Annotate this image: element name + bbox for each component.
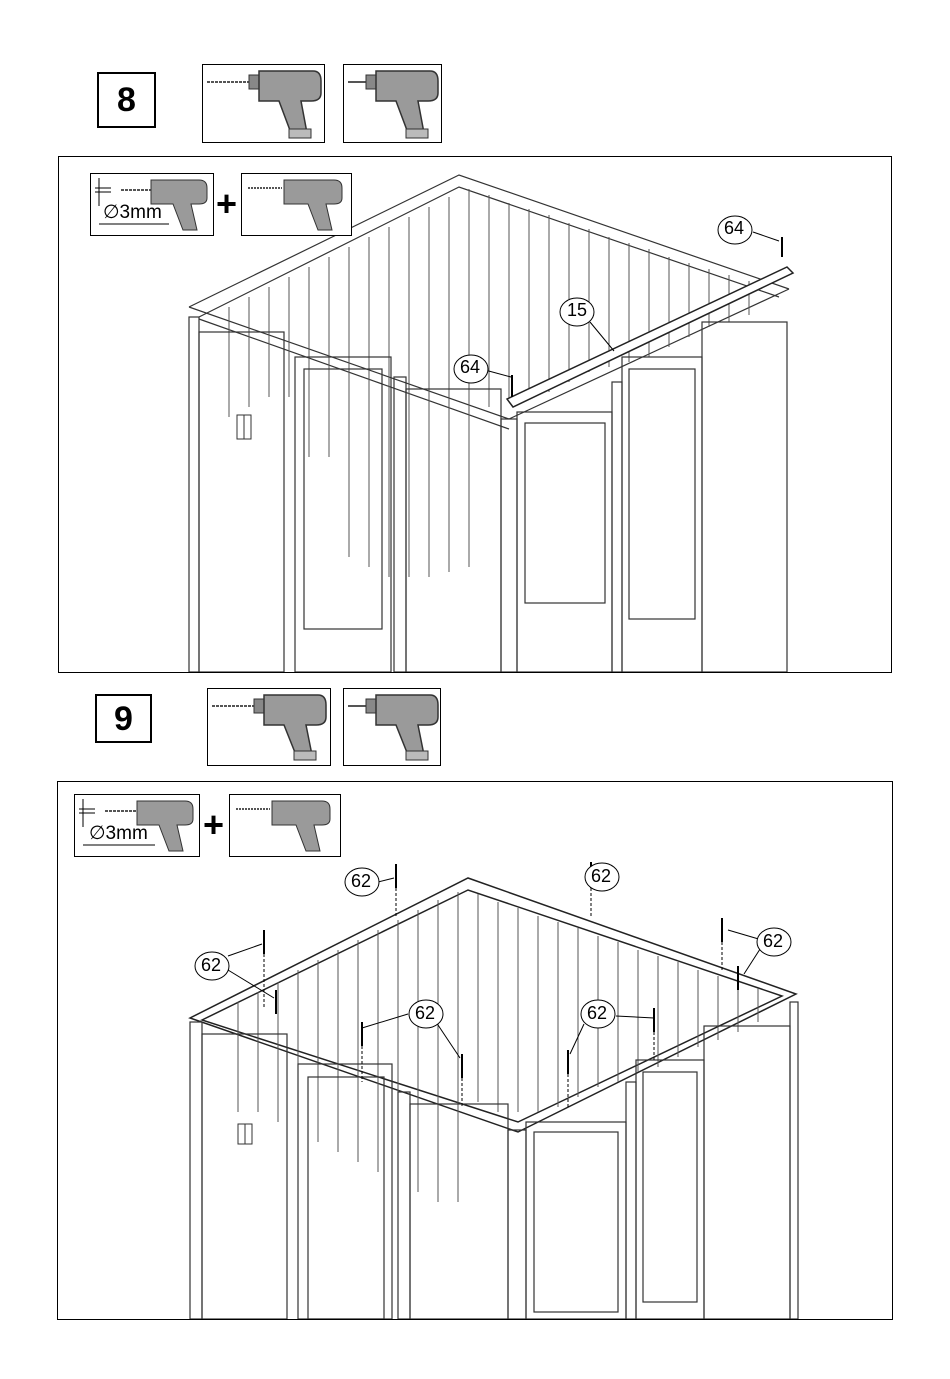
step-number-8: 8 <box>97 72 156 128</box>
screwdriver-drill-icon <box>242 174 351 235</box>
drill-3mm-box: ∅3mm <box>74 794 200 857</box>
screwdriver-tool-box <box>343 688 441 766</box>
screwdriver-drill-icon <box>344 65 441 142</box>
callout-64-corner: 64 <box>460 357 480 378</box>
callout-62-f: 62 <box>587 1003 607 1024</box>
callout-15-rail: 15 <box>567 300 587 321</box>
cabin-roof-diagram-9 <box>58 782 892 1319</box>
callout-62-a: 62 <box>351 871 371 892</box>
plus-sign: + <box>203 804 224 846</box>
drill-icon <box>208 689 330 765</box>
drill-tool-box <box>202 64 325 143</box>
plus-sign: + <box>216 183 237 225</box>
step-number-9: 9 <box>95 694 152 743</box>
callout-62-c: 62 <box>201 955 221 976</box>
screwdriver-box <box>241 173 352 236</box>
callout-62-d: 62 <box>763 931 783 952</box>
drill-tool-box <box>207 688 331 766</box>
step-9-diagram: ∅3mm + 62 62 62 62 62 62 <box>57 781 893 1320</box>
drill-size-label: ∅3mm <box>89 822 148 845</box>
callout-62-e: 62 <box>415 1003 435 1024</box>
step-8-diagram: ∅3mm + 64 15 64 <box>58 156 892 673</box>
screwdriver-drill-icon <box>344 689 440 765</box>
screwdriver-drill-icon <box>230 795 340 856</box>
drill-3mm-box: ∅3mm <box>90 173 214 236</box>
screwdriver-box <box>229 794 341 857</box>
callout-62-b: 62 <box>591 866 611 887</box>
screwdriver-tool-box <box>343 64 442 143</box>
callout-64-top: 64 <box>724 218 744 239</box>
drill-icon <box>203 65 324 142</box>
drill-size-label: ∅3mm <box>103 201 162 224</box>
